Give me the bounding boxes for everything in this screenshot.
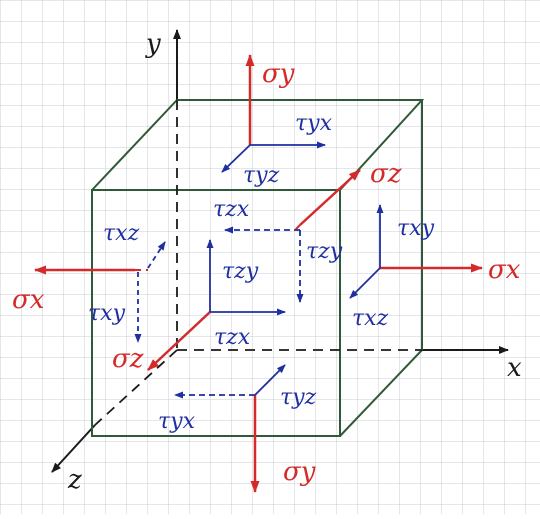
cube [91,99,425,437]
tau-yx-top-label: τyx [295,111,333,136]
sigma-z-front-label: σz [112,344,144,374]
z-axis [51,424,96,473]
sigma-y-top-label: σy [262,59,295,89]
tau-yx-bottom-label: τyx [158,409,196,434]
cube-bottom-right-edge [339,349,423,437]
tau-zy-back-label: τzy [306,239,343,264]
tau-zy-front-label: τzy [222,259,259,284]
coordinate-axes [51,29,509,473]
sigma-z-back-label: σz [370,159,402,189]
tau-xz-right-label: τxz [352,306,389,331]
shear-stress-arrows [134,141,384,399]
tau-yz-bottom-arrow [254,364,286,396]
normal-stress-dashes [135,224,301,271]
cube-top-back-edges [91,99,425,191]
y-axis-label: y [145,29,161,59]
tau-xy-left-label: τxy [88,301,126,326]
x-axis-label: x [507,353,522,383]
cube-hidden-edges [94,100,422,426]
shear-stress-labels: τyx τyz τzx τzy τxz τxy τxy τxz τzy τzx … [88,111,435,434]
sigma-z-back-arrow [299,169,361,226]
z-axis-label: z [67,465,82,495]
tau-zx-front-label: τzx [214,325,251,350]
tau-xy-right-label: τxy [397,216,435,241]
sigma-y-bottom-label: σy [283,457,316,487]
tau-xz-left-label: τxz [103,221,140,246]
tau-xz-right-arrow [349,267,381,299]
sigma-x-left-label: σx [12,285,45,315]
normal-stress-labels: σy σy σx σx σz σz [12,59,521,487]
normal-stress-arrows [34,54,483,493]
tau-yz-top-label: τyz [243,163,280,188]
sigma-z-front-arrow [147,311,211,371]
tau-zx-back-label: τzx [213,197,250,222]
sigma-x-right-label: σx [488,255,521,285]
tau-yz-bottom-label: τyz [280,385,317,410]
tau-yz-top-arrow [221,144,251,173]
